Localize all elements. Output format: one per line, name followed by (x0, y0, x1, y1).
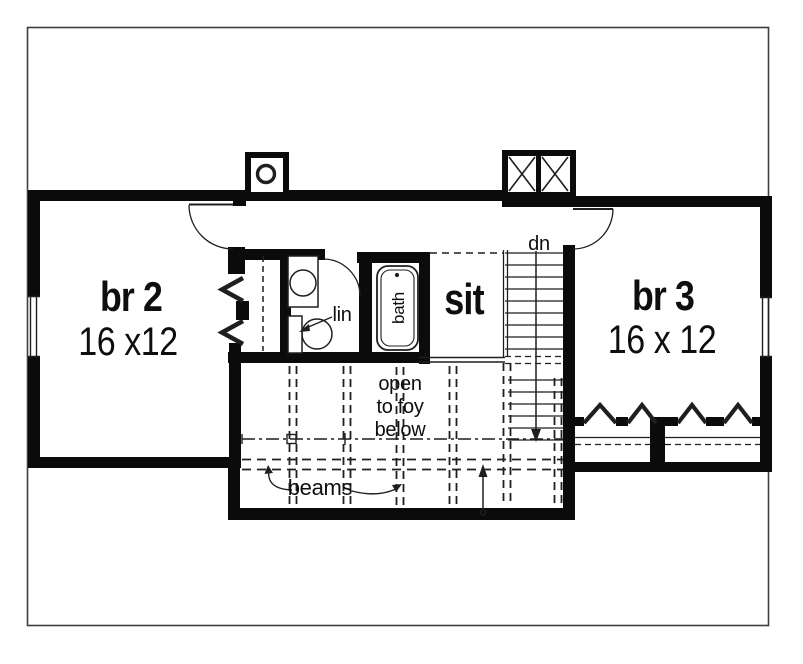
br2-door-arc (188, 204, 234, 250)
exterior-wall-left-upper (28, 190, 40, 296)
exterior-wall-right-upper (760, 196, 772, 297)
beam-marker-square (286, 433, 297, 445)
chimney-right (502, 150, 576, 198)
bifold-door-icon (217, 319, 245, 346)
exterior-wall-bottom-br2 (28, 457, 241, 468)
down-arrowhead-icon (531, 429, 541, 442)
beam-lines (288, 363, 563, 506)
sit-area-edges (419, 252, 505, 363)
bedroom3-dimensions: 16 x 12 (608, 316, 717, 361)
lower-section-wall-bottom (228, 508, 573, 520)
stairs (502, 250, 563, 442)
bathroom-fixtures (287, 255, 419, 354)
closet-right-wall (280, 250, 291, 358)
chimney-left (245, 152, 289, 198)
bifold-door-icon (217, 276, 245, 303)
bath-top-wall-right (357, 252, 428, 263)
bedroom2-dimensions: 16 x12 (78, 318, 178, 363)
bath-top-wall-left (240, 249, 325, 260)
br3-closet-band (616, 417, 628, 426)
window-right (760, 296, 772, 358)
bifold-door-icon (676, 401, 708, 425)
bifold-door-icon (626, 401, 658, 425)
exterior-wall-left-lower (28, 357, 40, 468)
exterior-wall-top-right (502, 196, 772, 207)
bedroom2-label: br 2 (100, 274, 162, 320)
bath-door-arc (322, 258, 361, 297)
chimney-right-divider (536, 156, 541, 192)
toilet-tank-icon (287, 315, 303, 354)
leader-arrowhead-icon (264, 465, 273, 474)
door-swings (188, 203, 614, 297)
door-stub-top (233, 196, 246, 206)
interior-walls (228, 196, 763, 465)
tub-left-wall (359, 257, 372, 357)
linen-arrow (305, 316, 333, 329)
br3-closet-band (656, 417, 678, 426)
bathtub (376, 265, 419, 351)
window-left (28, 295, 40, 358)
bifold-door-icon (582, 401, 618, 425)
dashed-framing-line (242, 458, 563, 471)
beam-pair (502, 363, 512, 506)
stair-wall-right (563, 245, 575, 520)
br2-closet (217, 256, 264, 351)
sitting-room-label: sit (444, 275, 484, 324)
stair-break-line (505, 355, 563, 365)
exterior-wall-right-lower (760, 357, 772, 472)
flue-x-icon (508, 156, 569, 192)
br2-closet-stub (236, 301, 249, 320)
up-arrowhead-icon (478, 464, 488, 477)
tub-right-wall (419, 252, 430, 364)
linen-label: lin (332, 304, 351, 326)
br3-closets (575, 401, 760, 446)
stair-treads-upper (505, 252, 563, 350)
bath-bottom-wall (228, 352, 429, 363)
open-to-foyer-line1: open (378, 373, 421, 395)
beam-pair (448, 366, 458, 506)
br3-closet-band (575, 417, 584, 426)
bath-label: bath (389, 292, 408, 324)
flue-circle-icon (255, 163, 277, 185)
br3-closet-band (706, 417, 724, 426)
exterior-walls (28, 190, 772, 520)
bifold-door-icon (722, 401, 754, 425)
beam-pair (553, 378, 563, 506)
beams-label: beams (288, 475, 353, 500)
exterior-wall-bottom-br3 (563, 462, 772, 472)
tub-drain-icon (394, 272, 400, 278)
beam-pair (395, 367, 405, 506)
section-arrow-base-icon (479, 509, 487, 516)
framing-lines (241, 433, 563, 471)
chimney-left-inner (251, 158, 283, 192)
stair-stringer (502, 250, 509, 357)
stairs-down-label: dn (528, 233, 550, 255)
br3-door-arc (572, 208, 614, 250)
beams-annotation (264, 464, 488, 516)
open-to-foyer-line3: below (375, 419, 427, 441)
br3-closet-divider (650, 417, 665, 465)
leader-arrowhead-icon (392, 484, 402, 492)
br2-right-wall (229, 343, 241, 463)
sink-icon (289, 269, 317, 297)
lower-section-wall-left (228, 457, 240, 520)
room-labels: br 2 16 x12 br 3 16 x 12 sit bath dn lin… (78, 233, 716, 500)
linen-arrowhead-icon (299, 324, 310, 332)
bathtub-inner (380, 269, 415, 347)
open-to-foyer-line2: to foy (376, 396, 423, 418)
beam-pair (342, 366, 352, 506)
br3-closet-band (752, 417, 763, 426)
bedroom3-label: br 3 (632, 273, 694, 319)
beams-leader-right (351, 487, 399, 495)
